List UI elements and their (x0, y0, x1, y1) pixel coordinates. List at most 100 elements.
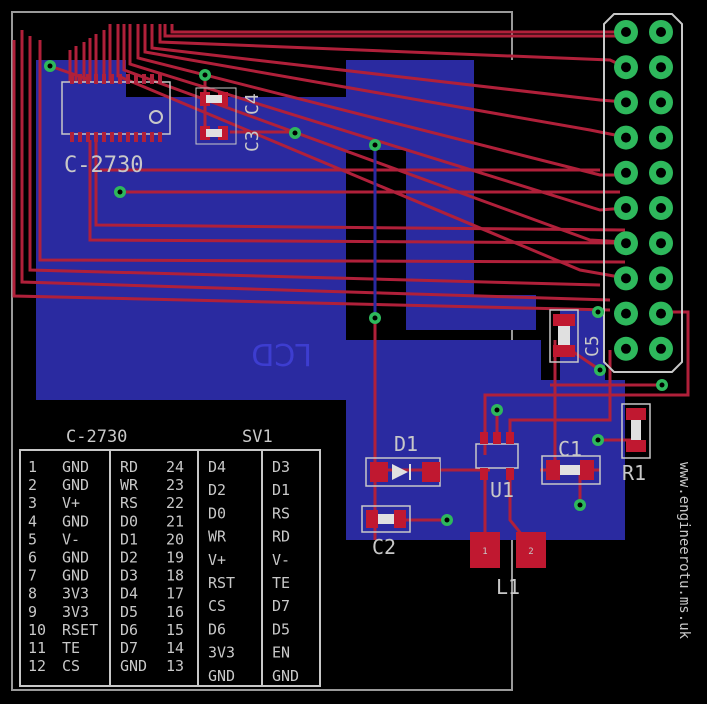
via-icon (114, 186, 126, 198)
header-pin-name: TE (272, 574, 290, 592)
header-pad-icon (614, 90, 638, 115)
header-pad-icon (649, 160, 673, 185)
header-pin-name: EN (272, 644, 290, 662)
pin-number: 9 (28, 603, 37, 621)
header-pad-icon (614, 55, 638, 80)
header-pin-name: V- (272, 551, 290, 569)
via-icon (369, 139, 381, 151)
pin-number: 8 (28, 585, 37, 603)
pin-name: GND (62, 476, 89, 494)
via-icon (574, 499, 586, 511)
pin-number: 6 (28, 549, 37, 567)
component-label-c2: C2 (372, 535, 396, 559)
header-pad-icon (614, 301, 638, 326)
pin-name: V- (62, 530, 80, 548)
header-pad-icon (614, 196, 638, 220)
pin-number: 23 (166, 476, 184, 494)
pin-name: V+ (62, 494, 80, 512)
header-pad-icon (649, 301, 673, 326)
via-icon (289, 127, 301, 139)
pin-name: RD (120, 458, 138, 476)
component-label-c5: C5 (582, 335, 603, 357)
component-label-c1: C1 (558, 437, 582, 461)
pin-name: D3 (120, 567, 138, 585)
pin-number: 19 (166, 549, 184, 567)
pin-number: 16 (166, 603, 184, 621)
pin-number: 21 (166, 512, 184, 530)
header-pad-icon (614, 20, 638, 44)
pin-name: WR (120, 476, 139, 494)
pin-name: D1 (120, 530, 138, 548)
capacitor-c5 (549, 309, 579, 363)
component-label-r1: R1 (622, 461, 646, 485)
pin-number: 3 (28, 494, 37, 512)
header-pad-icon (649, 90, 673, 115)
svg-text:2: 2 (528, 547, 533, 557)
header-pin-name: RD (272, 528, 290, 546)
header-pin-name: D4 (208, 458, 226, 476)
header-pad-icon (649, 266, 673, 291)
header-pad-icon (649, 231, 673, 256)
header-pads (614, 20, 673, 361)
inductor-l1: 1 2 (470, 532, 546, 568)
pin-name: GND (62, 549, 89, 567)
pin-name: D4 (120, 585, 138, 603)
header-pad-icon (614, 336, 638, 361)
header-pin-name: D7 (272, 597, 290, 615)
pin-name: GND (62, 567, 89, 585)
component-label-c4: C4 (242, 93, 263, 115)
pin-number: 24 (166, 458, 184, 476)
resistor-r1 (621, 403, 651, 459)
header-pad-icon (614, 266, 638, 291)
header-pin-name: D6 (208, 620, 226, 638)
pin-number: 5 (28, 530, 37, 548)
pin-number: 12 (28, 657, 46, 675)
pin-number: 22 (166, 494, 184, 512)
pin-number: 11 (28, 639, 46, 657)
pin-name: RSET (62, 621, 98, 639)
display-label: LCD (251, 336, 312, 371)
pin-name: CS (62, 657, 80, 675)
header-pad-icon (649, 125, 673, 150)
pin-table-grid (19, 449, 321, 687)
connector-c2730-footprint (61, 74, 171, 142)
via-icon (592, 434, 604, 446)
pin-name: GND (62, 458, 89, 476)
pin-number: 13 (166, 657, 184, 675)
via-icon (199, 69, 211, 81)
via-icon (592, 306, 604, 318)
top-copper-traces (12, 24, 690, 546)
capacitor-c2 (361, 505, 411, 533)
diode-symbol-icon (392, 464, 408, 480)
header-pad-icon (649, 336, 673, 361)
via-icon (656, 379, 668, 391)
header-pin-name: RST (208, 574, 235, 592)
capacitor-c1 (541, 455, 601, 485)
component-label-c3: C3 (242, 130, 263, 152)
header-pin-name: D2 (208, 481, 226, 499)
header-pin-name: 3V3 (208, 644, 235, 662)
header-pin-name: GND (208, 667, 235, 685)
pin-number: 10 (28, 621, 46, 639)
capacitor-c3-c4 (195, 87, 237, 145)
via-icon (491, 404, 503, 416)
pin-name: GND (62, 512, 89, 530)
url-label: www.engineerotu.ms.uk (676, 462, 692, 640)
header-pad-icon (649, 20, 673, 44)
via-icon (441, 514, 453, 526)
pin-number: 4 (28, 512, 37, 530)
header-pin-name: RS (272, 504, 290, 522)
pin-name: D6 (120, 621, 138, 639)
connector-label: C-2730 (64, 153, 143, 178)
pin-number: 7 (28, 567, 37, 585)
pin-number: 1 (28, 458, 37, 476)
header-pin-name: D1 (272, 481, 290, 499)
pin-table-left-title: C-2730 (66, 427, 127, 447)
header-pin-name: D3 (272, 458, 290, 476)
header-pin-name: D5 (272, 620, 290, 638)
pin-name: D5 (120, 603, 138, 621)
via-icon (44, 60, 56, 72)
pin-name: GND (120, 657, 147, 675)
pin-name: D2 (120, 549, 138, 567)
